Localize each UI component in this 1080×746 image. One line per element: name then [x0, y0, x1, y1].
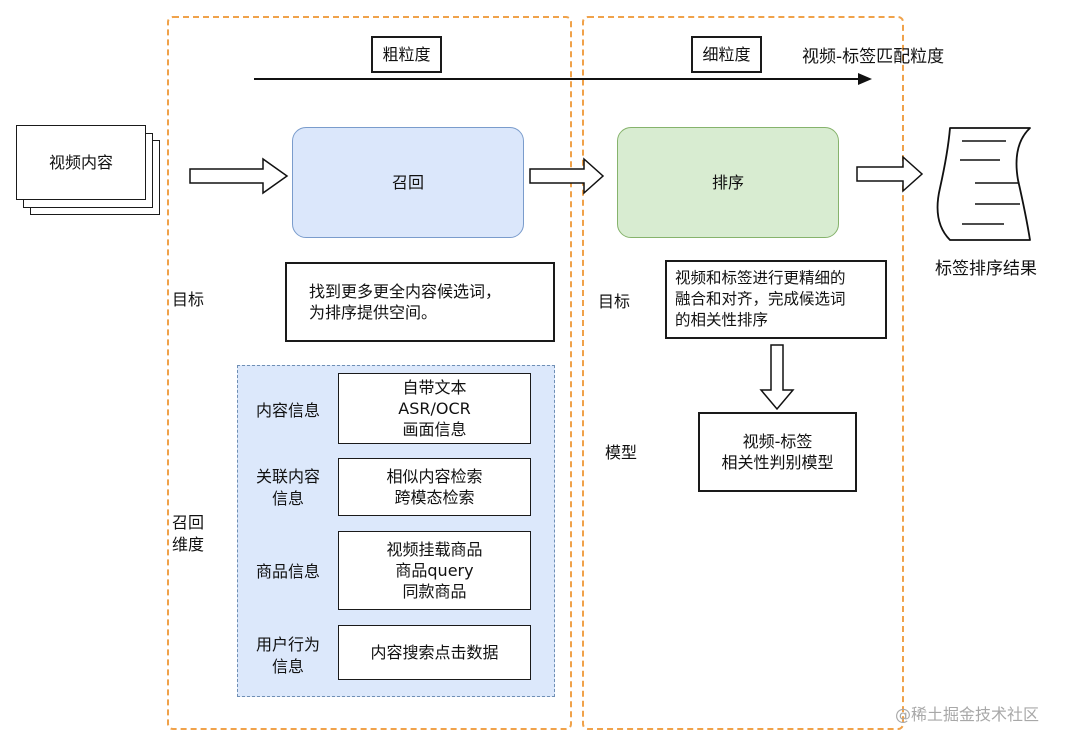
granularity-axis-arrow	[254, 73, 872, 85]
recall-node: 召回	[292, 127, 524, 238]
fine-granularity-label: 细粒度	[691, 36, 762, 73]
dimension-detail-product: 视频挂载商品 商品query 同款商品	[338, 531, 531, 610]
arrow-content-to-recall	[189, 157, 289, 195]
dimension-name-content: 内容信息	[255, 401, 320, 420]
dimension-name-related: 关联内容 信息	[255, 467, 320, 508]
coarse-stage-region	[167, 16, 572, 730]
video-content-node: 视频内容	[16, 125, 146, 200]
arrow-goal-to-model	[759, 344, 795, 411]
fine-model-label: 模型	[605, 443, 638, 462]
fine-goal-label: 目标	[598, 292, 631, 311]
dimension-name-product: 商品信息	[255, 562, 320, 581]
coarse-granularity-label: 粗粒度	[371, 36, 442, 73]
result-document-icon	[936, 127, 1031, 241]
arrow-recall-to-rank	[529, 157, 605, 195]
dimension-detail-behavior: 内容搜索点击数据	[338, 625, 531, 680]
fine-goal-text: 视频和标签进行更精细的 融合和对齐，完成候选词 的相关性排序	[665, 260, 887, 339]
coarse-goal-label: 目标	[172, 290, 205, 309]
dimension-detail-content: 自带文本 ASR/OCR 画面信息	[338, 373, 531, 444]
coarse-goal-text: 找到更多更全内容候选词， 为排序提供空间。	[285, 262, 555, 342]
watermark: @稀土掘金技术社区	[895, 705, 1040, 724]
dimension-name-behavior: 用户行为 信息	[255, 635, 320, 676]
dimension-detail-related: 相似内容检索 跨模态检索	[338, 458, 531, 516]
fine-stage-region	[582, 16, 904, 730]
arrow-rank-to-result	[856, 155, 924, 193]
rank-node: 排序	[617, 127, 839, 238]
recall-dimension-label: 召回 维度	[172, 513, 205, 554]
result-label: 标签排序结果	[935, 259, 1037, 279]
granularity-axis-label: 视频-标签匹配粒度	[802, 47, 945, 67]
fine-model-box: 视频-标签 相关性判别模型	[698, 412, 857, 492]
